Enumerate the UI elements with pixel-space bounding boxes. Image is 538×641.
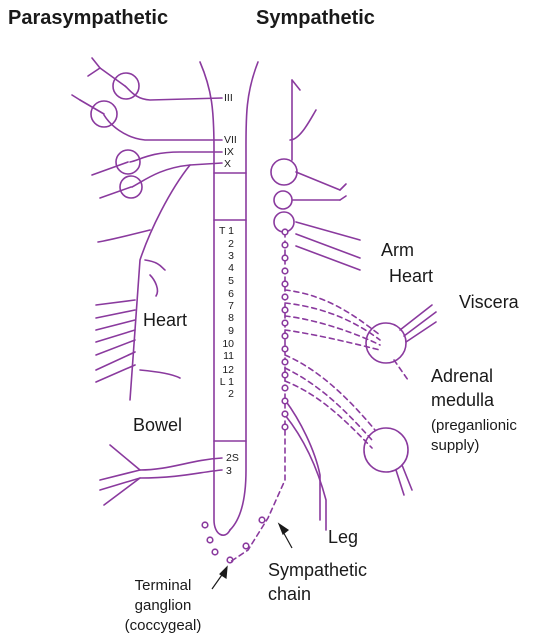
- label-terminal-3: (coccygeal): [118, 617, 208, 634]
- segment-10: 10: [222, 339, 234, 350]
- cranial-nerve-vii: VII: [224, 135, 237, 146]
- label-medulla: medulla: [431, 390, 494, 411]
- chain-ganglion-dot: [282, 398, 288, 404]
- segment-9: 9: [228, 326, 234, 337]
- segment-3: 3: [228, 251, 234, 262]
- label-heart-parasympathetic: Heart: [143, 310, 187, 331]
- chain-ganglion-dot: [282, 320, 288, 326]
- segment-8: 8: [228, 313, 234, 324]
- chain-ganglion-dot: [282, 294, 288, 300]
- segment-s3: 3: [226, 466, 232, 477]
- segment-6: 6: [228, 289, 234, 300]
- chain-ganglion-dot: [282, 385, 288, 391]
- label-preganglionic-1: (preganlionic: [431, 417, 517, 434]
- label-bowel: Bowel: [133, 415, 182, 436]
- chain-ganglion-dot: [282, 411, 288, 417]
- chain-ganglion-dot: [282, 307, 288, 313]
- label-sympathetic-chain-2: chain: [268, 584, 311, 605]
- chain-ganglion-dot: [282, 242, 288, 248]
- middle-cervical-ganglion: [274, 191, 292, 209]
- chain-ganglion-dot: [282, 268, 288, 274]
- segment-l1: L 1: [220, 377, 234, 388]
- segment-s2: 2S: [226, 453, 239, 464]
- label-heart-sympathetic: Heart: [389, 266, 433, 287]
- chain-ganglion-dot: [282, 424, 288, 430]
- chain-ganglion-dot: [282, 255, 288, 261]
- label-terminal-1: Terminal: [118, 577, 208, 594]
- upper-sympathetic-branch: [290, 110, 316, 140]
- leg-nerves: [285, 400, 320, 520]
- segment-l2: 2: [228, 389, 234, 400]
- cn-ix-nerve: [130, 152, 222, 162]
- chain-ganglion-dot: [282, 229, 288, 235]
- segment-11: 11: [223, 351, 234, 362]
- cranial-nerve-iii: III: [224, 93, 233, 104]
- header-sympathetic: Sympathetic: [256, 7, 375, 30]
- label-terminal-2: ganglion: [118, 597, 208, 614]
- label-preganglionic-2: supply): [431, 437, 479, 454]
- chain-ganglion-dot: [282, 372, 288, 378]
- segment-12: 12: [222, 365, 234, 376]
- cranial-nerve-ix: IX: [224, 147, 234, 158]
- sympathetic-chain-dashed: [230, 232, 285, 562]
- cn-vii-nerve: [104, 115, 222, 140]
- segment-7: 7: [228, 301, 234, 312]
- cranial-nerve-x: X: [224, 159, 231, 170]
- label-sympathetic-chain-1: Sympathetic: [268, 560, 367, 581]
- segment-4: 4: [228, 263, 234, 274]
- label-arm: Arm: [381, 240, 414, 261]
- chain-ganglion-dot: [282, 346, 288, 352]
- segment-t1: T 1: [219, 226, 234, 237]
- superior-cervical-ganglion: [271, 159, 297, 185]
- chain-ganglion-dot: [282, 359, 288, 365]
- vagus-trunk: [130, 165, 190, 400]
- label-viscera: Viscera: [459, 292, 519, 313]
- label-leg: Leg: [328, 527, 358, 548]
- segment-2: 2: [228, 239, 234, 250]
- label-adrenal: Adrenal: [431, 366, 493, 387]
- segment-5: 5: [228, 276, 234, 287]
- chain-ganglion-dot: [282, 281, 288, 287]
- chain-ganglion-dot: [282, 333, 288, 339]
- header-parasympathetic: Parasympathetic: [8, 7, 168, 30]
